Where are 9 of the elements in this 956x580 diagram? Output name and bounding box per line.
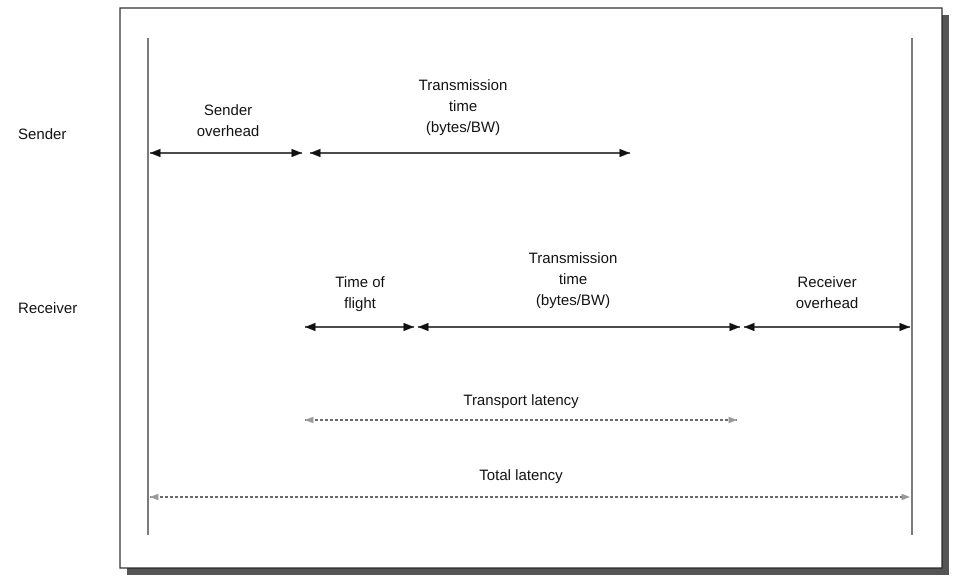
time-label: Transmission time (bytes/BW) <box>528 249 618 311</box>
row-label: Sender <box>18 125 66 145</box>
row-label: Receiver <box>18 299 78 319</box>
time-label: Transmission time (bytes/BW) <box>418 76 508 138</box>
time-label: Receiver overhead <box>794 273 860 314</box>
latency-label: Transport latency <box>463 391 579 411</box>
time-label: Time of flight <box>334 273 386 314</box>
time-label: Sender overhead <box>196 101 260 142</box>
latency-label: Total latency <box>479 466 563 486</box>
